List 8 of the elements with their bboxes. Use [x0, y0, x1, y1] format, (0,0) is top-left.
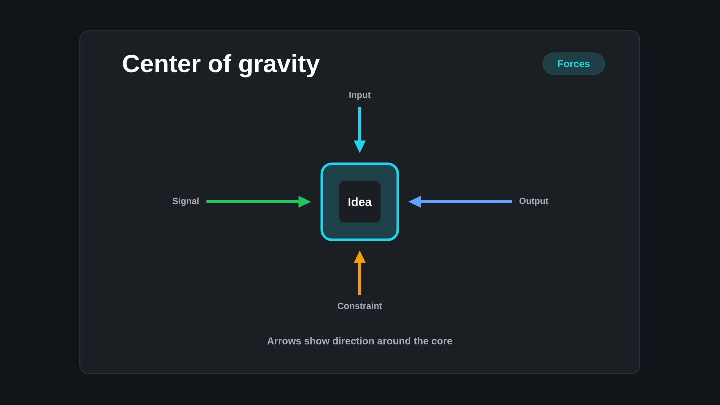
force-label: Input	[350, 92, 371, 100]
force-label: Output	[520, 198, 549, 206]
force-label: Constraint	[338, 302, 382, 310]
caption: Arrows show direction around the core	[268, 337, 452, 345]
tag-badge: Forces	[542, 52, 606, 76]
title: Center of gravity	[123, 54, 320, 78]
idea-box: Idea	[338, 180, 382, 224]
force-label: Signal	[172, 198, 199, 206]
